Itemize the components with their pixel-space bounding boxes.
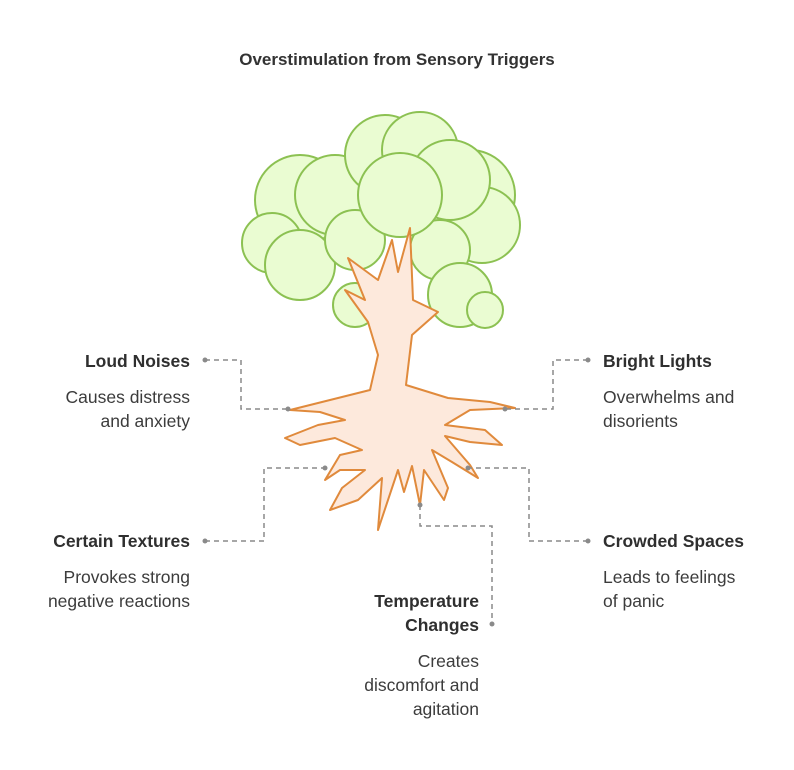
certain-textures-desc: Provokes strong negative reactions bbox=[48, 565, 190, 613]
crowded-spaces-desc: Leads to feelings of panic bbox=[603, 565, 744, 613]
crowded-spaces-title: Crowded Spaces bbox=[603, 531, 745, 551]
item-bright-lights: Bright Lights Overwhelms and disorients bbox=[603, 349, 734, 433]
diagram-title: Overstimulation from Sensory Triggers bbox=[239, 50, 555, 69]
connector-dots bbox=[202, 357, 591, 627]
tree-foliage bbox=[241, 111, 521, 329]
item-certain-textures: Certain Textures Provokes strong negativ… bbox=[48, 529, 190, 613]
loud-noises-desc-line: and anxiety bbox=[100, 411, 190, 431]
loud-noises-desc-line: Causes distress bbox=[65, 387, 191, 407]
crowded-spaces-desc-line: Leads to feelings bbox=[603, 567, 736, 587]
connector-bright-lights bbox=[505, 359, 588, 410]
bright-lights-title: Bright Lights bbox=[603, 351, 712, 371]
temperature-changes-desc: Creates discomfort and agitation bbox=[364, 649, 479, 721]
temperature-changes-desc-line: discomfort and bbox=[364, 675, 479, 695]
certain-textures-desc-line: negative reactions bbox=[47, 591, 190, 611]
loud-noises-desc: Causes distress and anxiety bbox=[66, 385, 191, 433]
loud-noises-title: Loud Noises bbox=[84, 351, 190, 371]
bright-lights-desc-line: disorients bbox=[603, 411, 678, 431]
connectors bbox=[205, 359, 588, 624]
crowded-spaces-desc-line: of panic bbox=[603, 591, 665, 611]
temperature-changes-desc-line: Creates bbox=[417, 651, 479, 671]
connector-crowded-spaces bbox=[468, 467, 588, 542]
certain-textures-title: Certain Textures bbox=[53, 531, 190, 551]
tree-trunk bbox=[284, 227, 516, 531]
temperature-changes-desc-line: agitation bbox=[412, 699, 479, 719]
item-loud-noises: Loud Noises Causes distress and anxiety bbox=[66, 349, 191, 433]
connector-certain-textures bbox=[205, 467, 325, 542]
temperature-changes-title-line: Changes bbox=[405, 615, 479, 635]
certain-textures-desc-line: Provokes strong bbox=[63, 567, 190, 587]
connector-temperature-changes bbox=[419, 505, 493, 624]
temperature-changes-title: Temperature Changes bbox=[364, 589, 479, 637]
temperature-changes-title-line: Temperature bbox=[374, 591, 479, 611]
connector-loud-noises bbox=[205, 359, 288, 410]
bright-lights-desc: Overwhelms and disorients bbox=[603, 385, 734, 433]
item-crowded-spaces: Crowded Spaces Leads to feelings of pani… bbox=[603, 529, 744, 613]
item-temperature-changes: Temperature Changes Creates discomfort a… bbox=[364, 589, 479, 721]
bright-lights-desc-line: Overwhelms and bbox=[603, 387, 735, 407]
